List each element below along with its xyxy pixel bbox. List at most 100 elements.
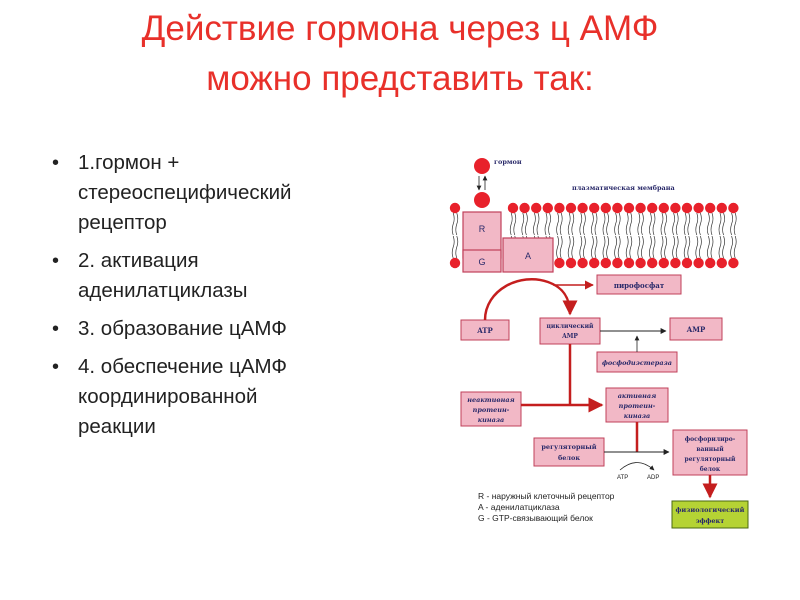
- lipid-head: [681, 257, 693, 269]
- adenylate-cyclase-label: A: [525, 251, 531, 261]
- lipid-tail: [730, 212, 733, 236]
- bullet-item-2: • 2. активация аденилатциклазы: [40, 246, 380, 306]
- lipid-tail: [664, 235, 667, 259]
- inactive-kinase-line-3: киназа: [478, 416, 504, 424]
- title-line-2: можно представить так:: [206, 59, 594, 98]
- camp-label-line-1: циклический: [547, 323, 595, 330]
- regulatory-protein-line-1: регуляторный: [541, 443, 596, 451]
- lipid-tail: [571, 235, 575, 259]
- lipid-tail: [672, 212, 675, 236]
- lipid-tail: [594, 212, 598, 236]
- lipid-tail: [579, 235, 583, 259]
- bullet-4-line-2: координированной: [78, 385, 258, 408]
- lipid-head: [635, 257, 646, 269]
- bullet-3-line-1: 3. образование цАМФ: [78, 317, 287, 340]
- lipid-tail: [583, 212, 586, 236]
- g-protein-label: G: [478, 257, 485, 267]
- lipid-tail: [672, 235, 675, 259]
- lipid-head: [577, 257, 588, 269]
- lipid-tail: [637, 235, 641, 259]
- lipid-tail: [544, 212, 548, 236]
- pathway-arrows: [483, 277, 718, 499]
- lipid-tail: [556, 235, 559, 259]
- phosphorylated-line-1: фосфорилиро-: [685, 436, 736, 443]
- lipid-head: [589, 257, 600, 269]
- lipid-tail: [695, 235, 699, 259]
- lipid-tail: [617, 212, 621, 236]
- bullet-marker: •: [52, 318, 60, 340]
- lipid-head: [681, 202, 693, 214]
- lipid-tail: [660, 235, 664, 259]
- lipid-tail: [683, 212, 687, 236]
- lipid-head: [577, 202, 588, 214]
- lipid-tail: [625, 235, 629, 259]
- inactive-kinase-line-1: неактивная: [467, 396, 514, 404]
- hormone-icon: [474, 158, 490, 174]
- slide-title: Действие гормона через ц АМФ можно предс…: [0, 4, 800, 104]
- lipid-tail: [733, 235, 737, 259]
- bullet-item-4: • 4. обеспечение цАМФ координированной р…: [40, 352, 380, 442]
- lipid-head: [647, 257, 658, 269]
- lipid-tail: [625, 212, 629, 236]
- lipid-head: [531, 202, 542, 214]
- adp-small-label: ADP: [647, 475, 659, 481]
- lipid-head: [635, 202, 646, 214]
- lipid-tail: [695, 212, 699, 236]
- lipid-head: [670, 202, 681, 214]
- legend-cyclase: A - аденилатциклаза: [478, 502, 560, 512]
- atp-adp-arrow: [619, 462, 655, 471]
- bound-hormone-icon: [474, 192, 490, 208]
- camp-box: [539, 317, 601, 345]
- legend-receptor: R - наружный клеточный рецептор: [478, 491, 615, 501]
- lipid-tail: [687, 212, 691, 236]
- active-kinase-line-2: протеин-: [619, 402, 656, 410]
- lipid-tail: [699, 235, 702, 259]
- lipid-tail: [451, 235, 455, 259]
- lipid-head: [519, 202, 530, 214]
- lipid-tail: [451, 212, 455, 236]
- bullet-2-line-2: аденилатциклазы: [78, 279, 248, 302]
- g-protein-box: [462, 249, 502, 273]
- bullet-1-line-1: 1.гормон +: [78, 151, 180, 174]
- lipid-head: [554, 202, 565, 214]
- camp-label-line-2: AMP: [561, 333, 578, 340]
- lipid-tail: [591, 212, 594, 236]
- lipid-head: [670, 257, 681, 269]
- lipid-tail: [664, 212, 667, 236]
- lipid-tail: [536, 212, 540, 236]
- inactive-kinase-line-2: протеин-: [473, 406, 510, 414]
- lipid-tail: [722, 212, 725, 236]
- lipid-head: [623, 202, 635, 214]
- phosphodiesterase-label: фосфодиэстераза: [602, 359, 672, 367]
- lipid-head: [728, 202, 739, 214]
- pyrophosphate-box: [596, 274, 682, 295]
- lipid-tail: [614, 235, 617, 259]
- lipid-tail: [594, 235, 598, 259]
- title-line-1: Действие гормона через ц АМФ: [141, 9, 659, 48]
- bullet-marker: •: [52, 356, 60, 378]
- bullet-4-line-1: 4. обеспечение цАМФ: [78, 355, 287, 378]
- lipid-tail: [509, 212, 513, 236]
- phosphorylated-line-4: белок: [700, 466, 721, 473]
- atp-label: ATP: [476, 326, 493, 335]
- lipid-tail: [556, 212, 559, 236]
- lipid-tail: [579, 212, 583, 236]
- lipid-head: [612, 257, 623, 269]
- active-kinase-line-3: киназа: [624, 412, 650, 420]
- lipid-tail: [710, 235, 714, 259]
- lipid-tail: [583, 235, 586, 259]
- bullet-marker: •: [52, 152, 60, 174]
- lipid-head: [600, 202, 611, 214]
- lipid-head: [705, 202, 716, 214]
- lipid-head: [542, 202, 553, 214]
- lipid-tail: [733, 212, 737, 236]
- hormone-label: гормон: [494, 158, 522, 166]
- lipid-head: [565, 257, 577, 269]
- lipid-tail: [513, 212, 517, 236]
- lipid-head: [693, 257, 704, 269]
- lipid-tail: [614, 212, 617, 236]
- lipid-head: [565, 202, 577, 214]
- lipid-tail: [591, 235, 594, 259]
- physiological-effect-box: [671, 500, 749, 529]
- lipid-head: [658, 202, 669, 214]
